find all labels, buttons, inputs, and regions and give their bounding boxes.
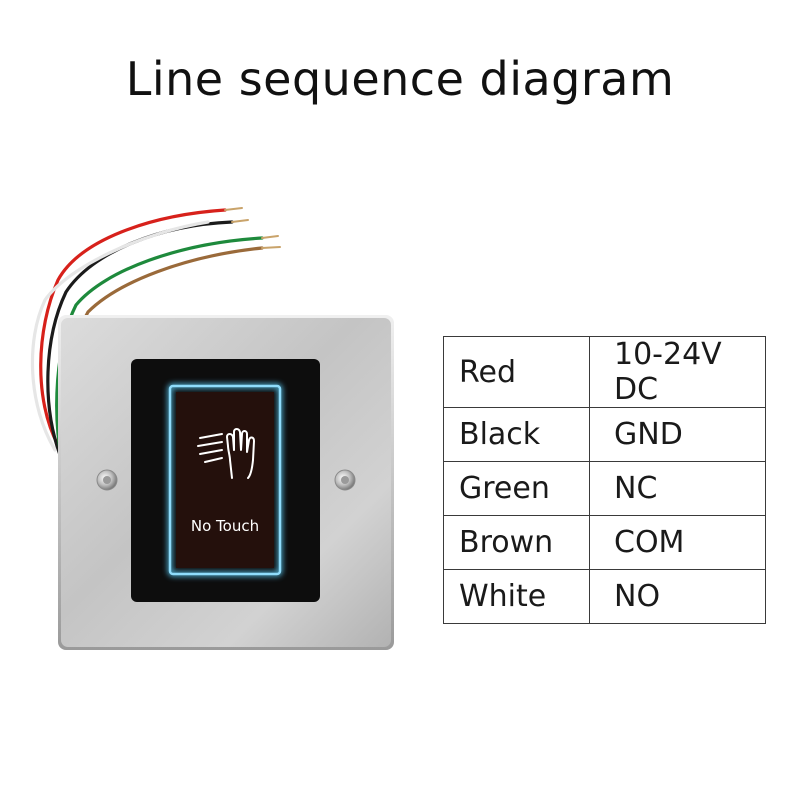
wire-bundle xyxy=(30,207,281,470)
no-touch-label: No Touch xyxy=(191,517,259,535)
table-row: Black GND xyxy=(443,407,766,462)
wiring-table: Red 10-24V DC Black GND Green NC Brown C… xyxy=(443,336,766,624)
hand-wave-icon xyxy=(197,428,255,479)
wire-function-cell: 10-24V DC xyxy=(589,336,766,408)
table-row: Red 10-24V DC xyxy=(443,336,766,408)
wire-function-cell: COM xyxy=(589,515,766,570)
page-title: Line sequence diagram xyxy=(125,52,675,106)
wire-color-cell: Green xyxy=(443,461,590,516)
table-row: Brown COM xyxy=(443,515,766,570)
wire-red xyxy=(39,208,227,447)
wire-color-cell: Black xyxy=(443,407,590,462)
wire-white xyxy=(30,220,210,452)
wire-function-cell: NO xyxy=(589,569,766,624)
wire-color-cell: White xyxy=(443,569,590,624)
wire-color-cell: Red xyxy=(443,336,590,408)
screw-right xyxy=(334,469,356,491)
wire-color-cell: Brown xyxy=(443,515,590,570)
glow-frame xyxy=(167,383,283,577)
wire-function-cell: GND xyxy=(589,407,766,462)
wire-function-cell: NC xyxy=(589,461,766,516)
table-row: Green NC xyxy=(443,461,766,516)
table-row: White NO xyxy=(443,569,766,624)
wire-green xyxy=(55,236,264,464)
screw-left xyxy=(96,469,118,491)
